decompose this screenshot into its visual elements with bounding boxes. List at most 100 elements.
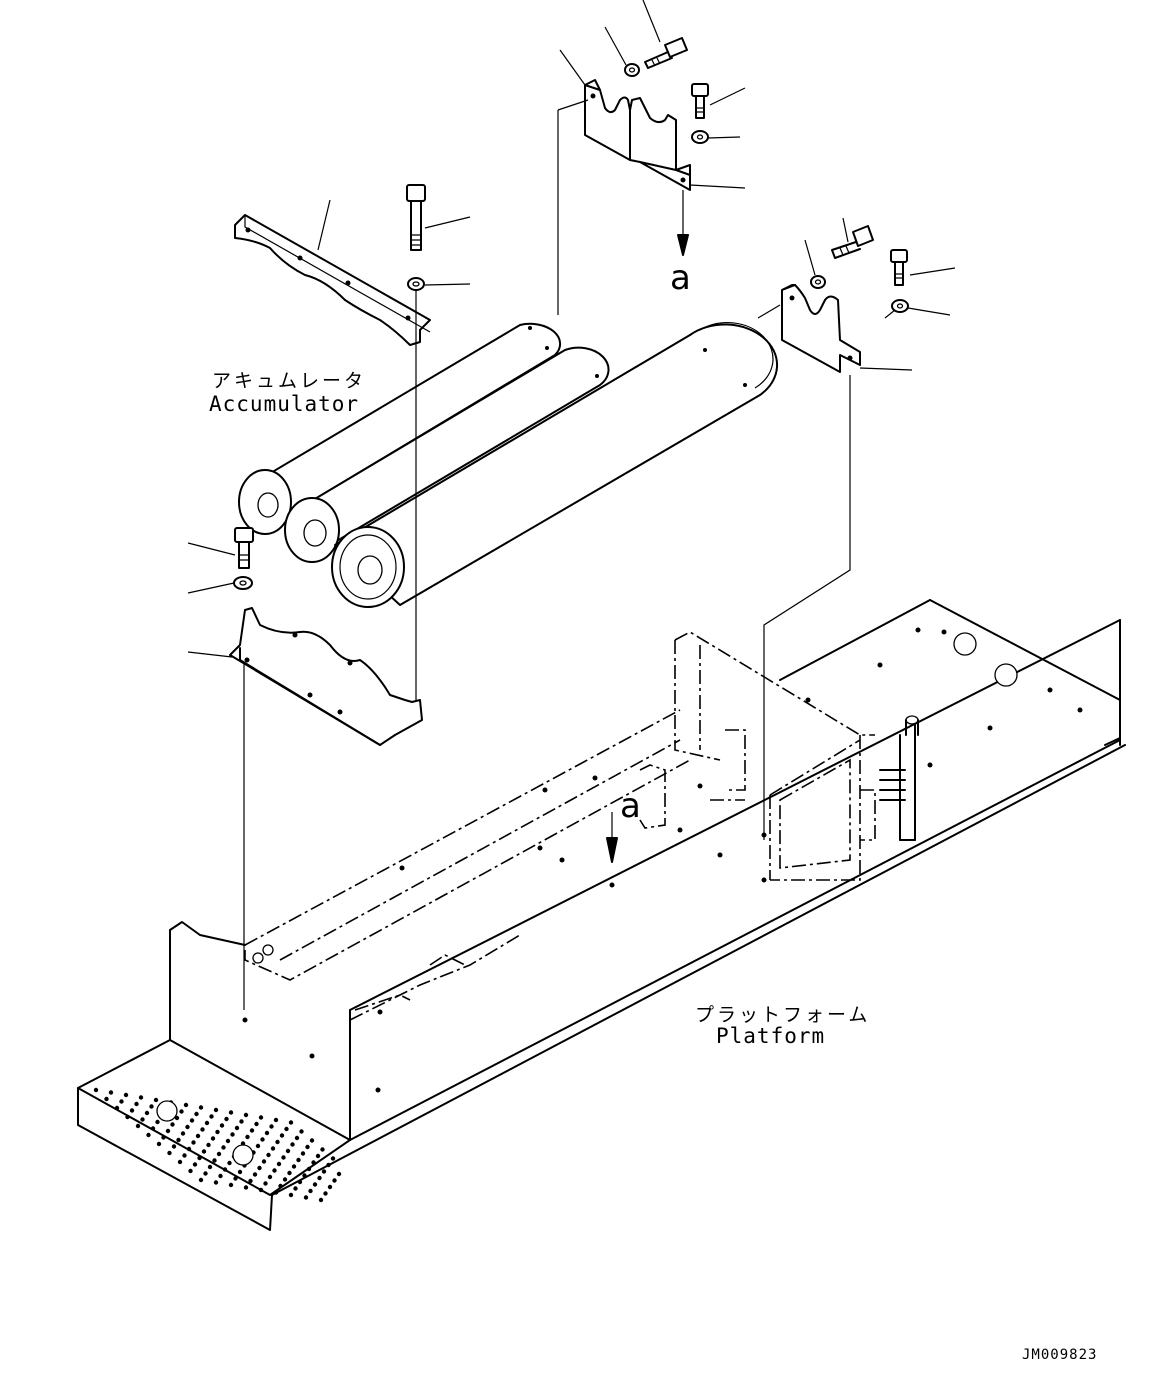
perforation-hole [284, 1126, 289, 1132]
perforation-hole [171, 1144, 177, 1149]
perforation-hole [150, 1126, 156, 1131]
accumulator-label-jp: アキュムレータ [212, 370, 367, 392]
perforation-hole [177, 1159, 183, 1165]
perforation-hole [170, 1122, 175, 1127]
accumulator-label-en: Accumulator [209, 392, 360, 416]
right-bolts [810, 225, 909, 313]
perforation-hole [200, 1127, 205, 1132]
perforation-hole [129, 1108, 135, 1113]
perforation-hole [257, 1165, 262, 1171]
reference-mark-lower: a [620, 786, 641, 826]
perforation-hole [258, 1187, 264, 1193]
perforation-hole [276, 1161, 282, 1167]
perforation-hole [210, 1136, 216, 1141]
perforation-hole [336, 1171, 342, 1177]
perforation-hole [309, 1138, 315, 1143]
step-plate-perforations [93, 1087, 342, 1203]
accumulator-cylinders [238, 322, 779, 608]
perforation-hole [218, 1173, 223, 1179]
perforation-hole [243, 1112, 249, 1118]
perforation-hole [119, 1099, 124, 1104]
perforation-hole [186, 1146, 192, 1152]
perforation-hole [234, 1125, 240, 1131]
perforation-hole [144, 1110, 150, 1116]
perforation-hole [312, 1182, 318, 1187]
drawing-code: JM009823 [1022, 1347, 1098, 1363]
perforation-hole [146, 1132, 151, 1138]
perforation-hole [225, 1138, 231, 1144]
perforation-hole [290, 1142, 295, 1147]
perforation-hole [221, 1145, 226, 1150]
perforation-hole [320, 1147, 325, 1152]
perforation-hole [165, 1128, 171, 1134]
perforation-hole [182, 1153, 187, 1158]
perforation-hole [203, 1171, 208, 1176]
perforation-hole [296, 1157, 301, 1163]
perforation-hole [321, 1169, 327, 1174]
perforation-hole [306, 1166, 312, 1172]
upper-bolts [624, 37, 709, 144]
perforation-hole [285, 1148, 291, 1154]
platform-label-en: Platform [716, 1024, 826, 1048]
perforation-hole [323, 1191, 328, 1196]
perforation-hole [239, 1119, 244, 1124]
perforation-hole [167, 1150, 172, 1156]
perforation-hole [140, 1117, 145, 1122]
perforation-hole [213, 1107, 219, 1113]
perforation-hole [278, 1183, 283, 1189]
perforation-hole [264, 1130, 270, 1136]
perforation-hole [263, 1181, 268, 1186]
perforation-hole [237, 1169, 243, 1175]
perforation-hole [108, 1090, 114, 1095]
perforation-hole [282, 1177, 288, 1182]
alignment-lines [243, 99, 896, 1010]
reference-mark-upper: a [670, 258, 691, 298]
perforation-hole [209, 1114, 214, 1119]
perforation-hole [287, 1170, 292, 1176]
perforation-hole [327, 1184, 333, 1190]
perforation-hole [305, 1144, 310, 1150]
perforation-hole [260, 1137, 265, 1142]
perforation-hole [227, 1160, 232, 1166]
perforation-hole [188, 1168, 193, 1174]
perforation-hole [275, 1139, 280, 1145]
perforation-hole [189, 1118, 195, 1123]
perforation-hole [212, 1158, 217, 1163]
upper-clamp-bar [234, 214, 431, 346]
perforation-hole [255, 1143, 261, 1149]
perforation-hole [311, 1160, 316, 1165]
perforation-hole [216, 1151, 222, 1157]
perforation-hole [317, 1175, 322, 1181]
leader-lines [187, 0, 956, 658]
perforation-hole [201, 1149, 207, 1154]
perforation-hole [206, 1142, 211, 1148]
perforation-hole [300, 1151, 306, 1156]
perforation-hole [258, 1115, 264, 1120]
perforation-hole [198, 1105, 204, 1110]
perforation-hole [156, 1141, 162, 1147]
lower-clamp-bar [229, 607, 423, 746]
perforation-hole [191, 1140, 196, 1145]
perforation-hole [93, 1087, 99, 1093]
perforation-hole [215, 1129, 220, 1135]
perforation-hole [318, 1197, 324, 1203]
perforation-hole [261, 1159, 267, 1164]
perforation-hole [161, 1135, 166, 1140]
perforation-hole [330, 1156, 336, 1161]
perforation-hole [291, 1164, 297, 1169]
right-bracket [781, 284, 861, 373]
perforation-hole [192, 1162, 198, 1167]
perforation-hole [243, 1185, 249, 1190]
perforation-hole [299, 1129, 304, 1134]
perforation-hole [204, 1120, 210, 1126]
perforation-hole [228, 1182, 234, 1188]
perforation-hole [230, 1132, 235, 1137]
lower-bolt [233, 527, 254, 590]
long-bolt [406, 184, 426, 291]
perforation-hole [270, 1146, 276, 1151]
upper-bracket [584, 79, 691, 191]
perforation-hole [252, 1172, 258, 1177]
platform [77, 599, 1126, 1231]
perforation-hole [213, 1180, 219, 1185]
